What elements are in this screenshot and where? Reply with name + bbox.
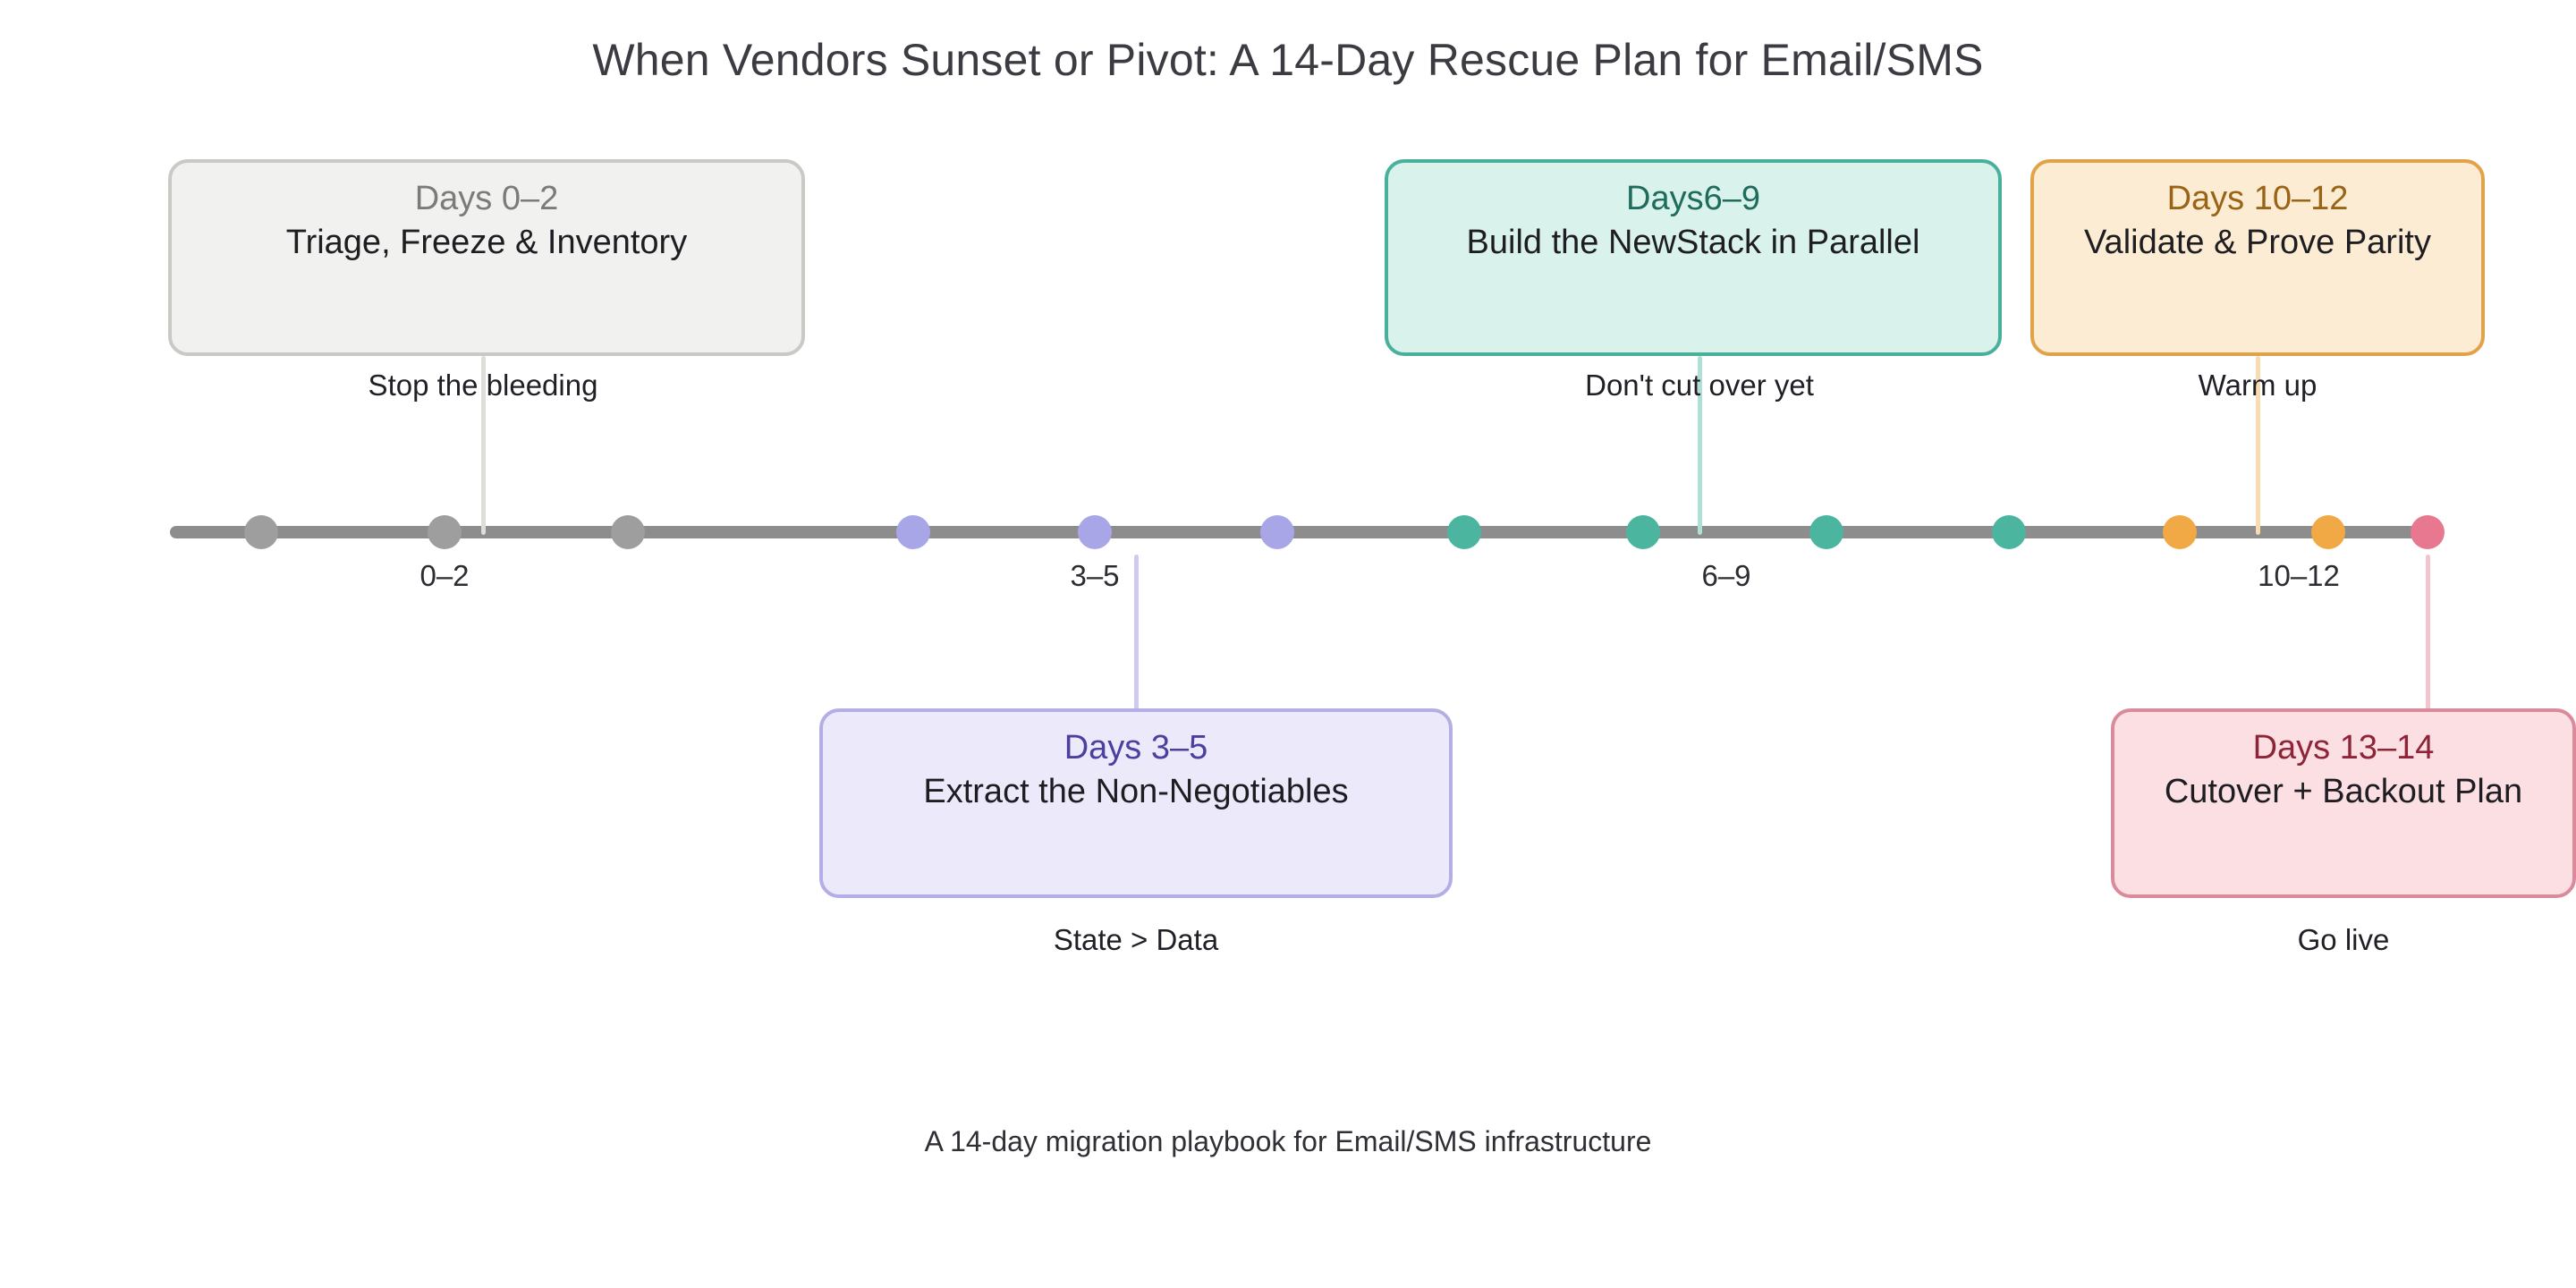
timeline-tick-label: 6–9 [1701, 559, 1751, 592]
footer-subtitle: A 14-day migration playbook for Email/SM… [924, 1125, 1652, 1157]
phase-card-title: Cutover + Backout Plan [2164, 772, 2523, 810]
timeline-dot [244, 515, 278, 549]
phase-card-days: Days 13–14 [2252, 729, 2435, 767]
card-connector-line [1697, 356, 1702, 535]
timeline-dot [1260, 515, 1294, 549]
phase-card-days: Days 3–5 [1063, 729, 1208, 767]
timeline-dot [428, 515, 462, 549]
timeline-tick-label: 3–5 [1070, 559, 1120, 592]
phase-caption: Warm up [2198, 369, 2318, 402]
timeline-dot [1809, 515, 1843, 549]
timeline-dot [2311, 515, 2345, 549]
timeline-tick-label: 0–2 [419, 559, 470, 592]
phase-card-title: Triage, Freeze & Inventory [285, 223, 688, 261]
timeline-dot [1626, 515, 1660, 549]
timeline-dot [2411, 515, 2445, 549]
phase-card-title: Validate & Prove Parity [2084, 223, 2431, 261]
phase-card-days: Days 0–2 [414, 180, 559, 217]
timeline-dot [2163, 515, 2197, 549]
card-connector-line [2425, 555, 2430, 712]
timeline-dot [1992, 515, 2026, 549]
timeline-dot [611, 515, 645, 549]
card-connector-line [1133, 555, 1139, 712]
timeline-tick-label: 10–12 [2258, 559, 2340, 592]
timeline-dot [1447, 515, 1481, 549]
phase-card-title: Extract the Non-Negotiables [923, 772, 1349, 810]
phase-card-days: Days 10–12 [2166, 180, 2349, 217]
phase-caption: Stop the bleeding [368, 369, 598, 402]
phase-card-days: Days6–9 [1626, 180, 1760, 217]
phase-card-title: Build the NewStack in Parallel [1466, 223, 1920, 261]
timeline-dot [1078, 515, 1112, 549]
page-title: When Vendors Sunset or Pivot: A 14-Day R… [592, 35, 1984, 85]
phase-caption: Go live [2297, 923, 2390, 956]
card-connector-line [2255, 356, 2260, 535]
timeline-dot [896, 515, 930, 549]
card-connector-line [480, 356, 486, 535]
phase-caption: State > Data [1053, 923, 1219, 956]
timeline-axis [170, 526, 2442, 538]
phase-caption: Don't cut over yet [1585, 369, 1814, 402]
